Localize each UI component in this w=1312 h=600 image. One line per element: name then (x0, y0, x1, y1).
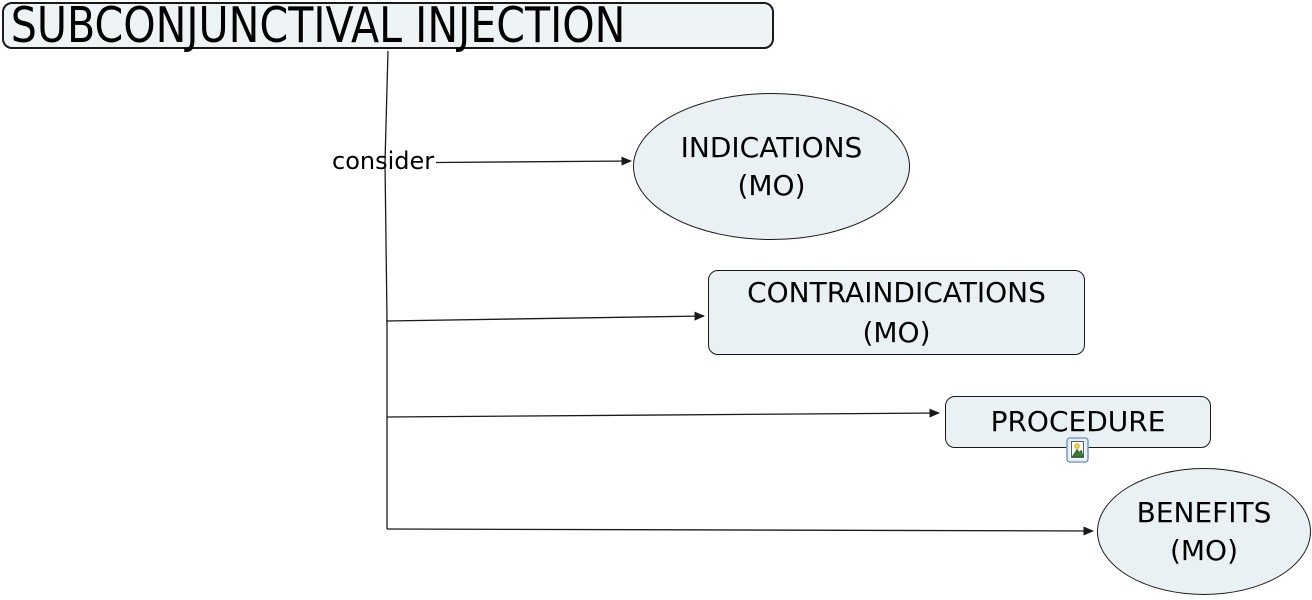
node-procedure-label: PROCEDURE (990, 405, 1166, 438)
node-contraindications-sublabel: (MO) (862, 315, 931, 349)
node-indications-label: INDICATIONS (680, 130, 863, 164)
node-contraindications[interactable]: CONTRAINDICATIONS (MO) (708, 270, 1085, 355)
node-contraindications-label: CONTRAINDICATIONS (747, 275, 1046, 309)
node-indications[interactable]: INDICATIONS (MO) (633, 93, 910, 240)
edge-label-consider[interactable]: consider (332, 147, 435, 175)
image-attachment-icon[interactable] (1066, 437, 1089, 463)
node-indications-sublabel: (MO) (737, 168, 806, 202)
node-procedure[interactable]: PROCEDURE (945, 396, 1211, 448)
root-title-text: SUBCONJUNCTIVAL INJECTION (10, 0, 626, 54)
node-benefits[interactable]: BENEFITS (MO) (1097, 468, 1311, 595)
node-root-title[interactable]: SUBCONJUNCTIVAL INJECTION (2, 0, 774, 54)
edge-consider-indications (435, 156, 632, 166)
edge-procedure (386, 408, 940, 418)
trunk-line (384, 50, 389, 529)
edge-contraindications (385, 311, 705, 322)
edge-benefits (386, 526, 1094, 536)
node-benefits-label: BENEFITS (1136, 495, 1272, 529)
node-benefits-sublabel: (MO) (1169, 533, 1239, 567)
